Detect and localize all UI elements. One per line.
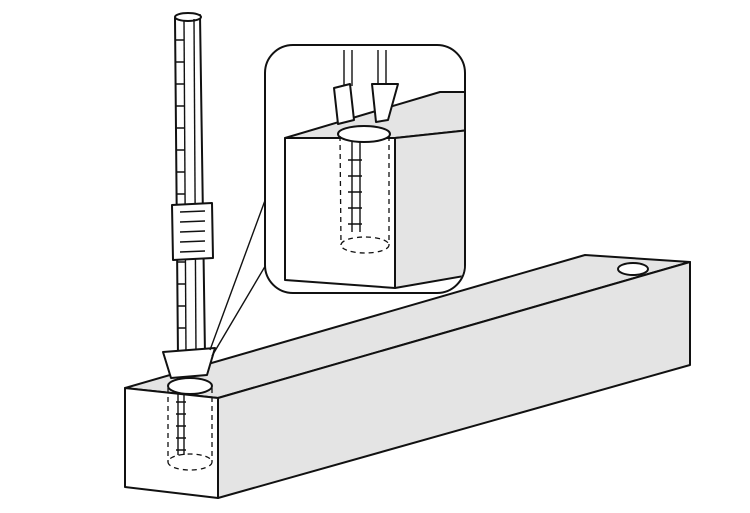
post-top-cap <box>174 12 202 22</box>
callout-beam-front <box>284 137 396 289</box>
callout-post-foot-left <box>333 83 355 125</box>
post <box>171 12 214 359</box>
callout-leaders <box>209 194 271 357</box>
callout-socket-opening <box>337 125 391 143</box>
detail-callout <box>264 44 466 294</box>
callout-beam-side <box>394 129 464 289</box>
callout-post-foot-right <box>371 83 399 123</box>
post-foot-flare <box>162 347 216 379</box>
callout-prongs <box>348 142 362 232</box>
beam-end-face <box>124 387 219 499</box>
beam <box>124 254 691 499</box>
socket-opening <box>167 377 213 395</box>
post-foot <box>162 347 216 395</box>
hidden-prongs <box>176 392 186 455</box>
beam-end-hole <box>617 262 649 276</box>
